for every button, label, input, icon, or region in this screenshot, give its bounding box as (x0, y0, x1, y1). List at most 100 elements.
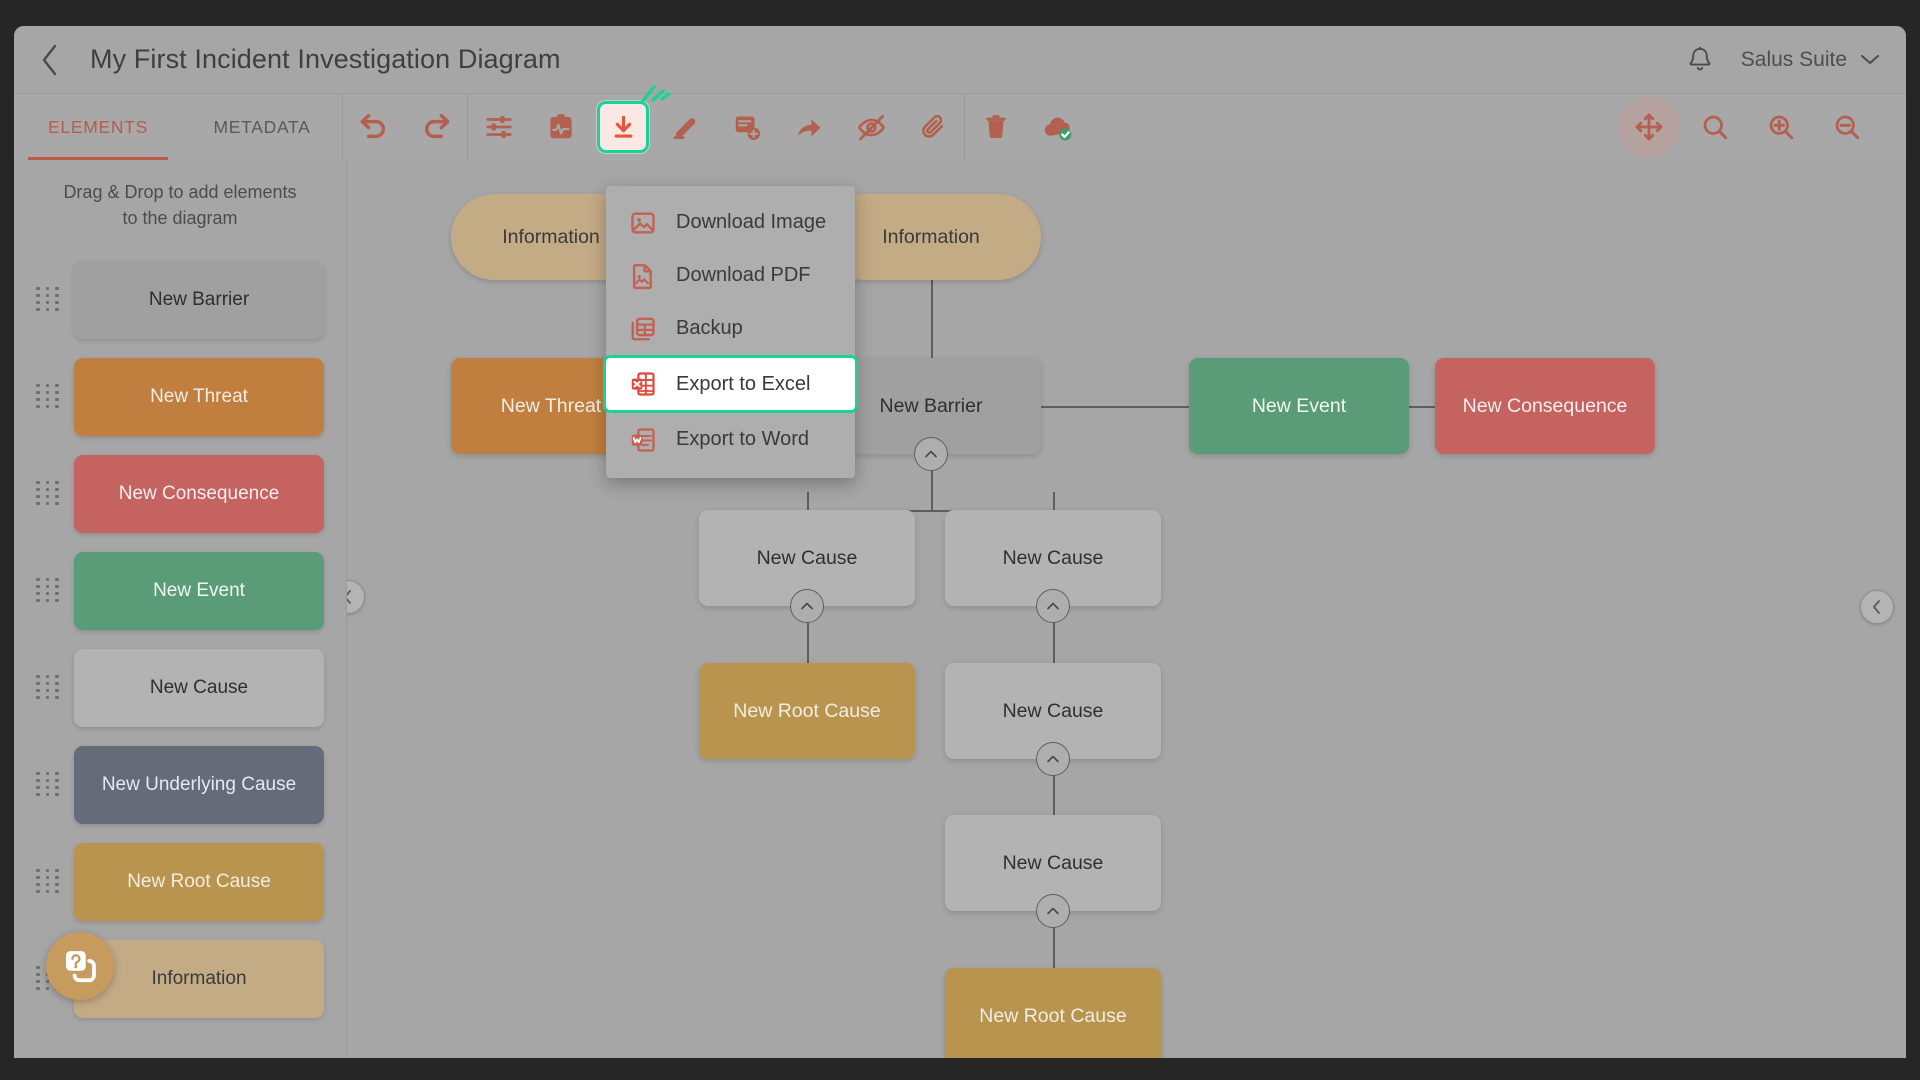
settings-sliders-button[interactable] (468, 94, 530, 160)
menu-item-export-to-word[interactable]: Export to Word (606, 413, 855, 466)
diagram-node[interactable]: New Root Cause (699, 663, 915, 759)
sidebar-collapse-handle[interactable] (347, 580, 365, 614)
drag-handle-icon[interactable] (36, 383, 62, 410)
chevron-up-icon (801, 602, 813, 610)
pencil-icon (673, 118, 696, 139)
bell-icon[interactable] (1685, 45, 1715, 75)
drag-handle-icon[interactable] (36, 868, 62, 895)
menu-item-export-to-excel[interactable]: Export to Excel (603, 355, 858, 413)
analysis-report-button[interactable] (530, 94, 592, 160)
collapse-toggle-cause-4[interactable] (1036, 894, 1070, 928)
user-menu[interactable]: Salus Suite (1741, 48, 1880, 72)
note-add-icon (735, 116, 760, 140)
palette-item-new-consequence[interactable]: New Consequence (74, 454, 324, 533)
paperclip-icon (922, 114, 944, 138)
user-menu-label: Salus Suite (1740, 47, 1847, 71)
chevron-up-icon (1047, 755, 1059, 763)
palette-item-new-underlying-cause[interactable]: New Underlying Cause (74, 745, 324, 824)
hide-button[interactable] (840, 94, 902, 160)
diagram-edge (807, 510, 1055, 512)
edit-button[interactable] (654, 94, 716, 160)
download-icon (614, 115, 632, 138)
search-button[interactable] (1684, 96, 1746, 158)
menu-item-download-image[interactable]: Download Image (606, 196, 855, 249)
drag-handle-icon[interactable] (36, 674, 62, 701)
attachment-button[interactable] (902, 94, 964, 160)
chevron-left-icon (42, 44, 57, 75)
palette-row: New Cause (14, 639, 346, 736)
add-note-button[interactable] (716, 94, 778, 160)
right-panel-collapse-handle[interactable] (1860, 590, 1894, 624)
diagram-node[interactable]: New Cause (945, 510, 1161, 606)
menu-item-download-pdf[interactable]: Download PDF (606, 249, 855, 302)
toolbar-zoom-group (1618, 96, 1906, 158)
palette-item-new-barrier[interactable]: New Barrier (74, 260, 324, 339)
delete-button[interactable] (965, 94, 1027, 160)
image-file-icon (628, 208, 658, 238)
drag-handle-icon[interactable] (36, 480, 62, 507)
toolbar-divider (342, 94, 343, 160)
help-button[interactable] (46, 932, 114, 1000)
diagram-edge (1053, 606, 1055, 663)
clipboard-pulse-icon (550, 114, 572, 139)
diagram-node[interactable]: New Root Cause (945, 968, 1161, 1058)
toolbar-divider (467, 94, 468, 160)
chevron-up-icon (1047, 602, 1059, 610)
download-button[interactable] (597, 101, 649, 153)
app-window: My First Incident Investigation Diagram … (14, 26, 1906, 1058)
collapse-toggle-cause-3[interactable] (1036, 742, 1070, 776)
table-backup-icon (628, 314, 658, 344)
diagram-edge (807, 606, 809, 663)
diagram-edge (1053, 492, 1055, 510)
word-file-icon (628, 425, 658, 455)
tab-elements[interactable]: ELEMENTS (14, 94, 182, 160)
menu-item-label: Export to Excel (676, 372, 811, 395)
drag-handle-icon[interactable] (36, 286, 62, 313)
elements-sidebar: Drag & Drop to add elements to the diagr… (14, 160, 347, 1058)
redo-button[interactable] (405, 94, 467, 160)
collapse-toggle-cause-2[interactable] (1036, 589, 1070, 623)
zoom-out-button[interactable] (1816, 96, 1878, 158)
undo-button[interactable] (343, 94, 405, 160)
menu-item-label: Download Image (676, 211, 827, 233)
zoom-out-icon (1835, 115, 1860, 140)
eye-off-icon (857, 114, 885, 140)
diagram-node[interactable]: New Event (1189, 358, 1409, 454)
app-header: My First Incident Investigation Diagram … (14, 26, 1906, 94)
back-button[interactable] (28, 38, 72, 82)
search-icon (1703, 115, 1728, 140)
header-right-group: Salus Suite (1685, 45, 1906, 75)
drag-handle-icon[interactable] (36, 771, 62, 798)
diagram-node[interactable]: Information (821, 194, 1041, 280)
palette-item-information[interactable]: Information (74, 939, 324, 1018)
cloud-saved-button[interactable] (1027, 94, 1089, 160)
toolbar-tabs: ELEMENTS METADATA (14, 94, 342, 160)
diagram-edge (1409, 406, 1435, 408)
tab-metadata[interactable]: METADATA (213, 116, 311, 137)
pan-tool-button[interactable] (1618, 96, 1680, 158)
palette-item-new-root-cause[interactable]: New Root Cause (74, 842, 324, 921)
diagram-node[interactable]: New Consequence (1435, 358, 1655, 454)
zoom-in-button[interactable] (1750, 96, 1812, 158)
chevron-up-icon (925, 450, 937, 458)
diagram-edge (1053, 911, 1055, 968)
palette-row: New Threat (14, 348, 346, 445)
toolbar: ELEMENTS METADATA (14, 85, 1906, 160)
move-arrows-icon (1635, 113, 1663, 141)
palette-item-new-threat[interactable]: New Threat (74, 357, 324, 436)
undo-icon (360, 113, 385, 139)
collapse-toggle-cause-1[interactable] (790, 589, 824, 623)
palette-row: New Barrier (14, 251, 346, 348)
menu-item-backup[interactable]: Backup (606, 302, 855, 355)
palette-item-new-cause[interactable]: New Cause (74, 648, 324, 727)
collapse-toggle-barrier[interactable] (914, 437, 948, 471)
share-button[interactable] (778, 94, 840, 160)
palette-item-new-event[interactable]: New Event (74, 551, 324, 630)
palette-row: New Consequence (14, 445, 346, 542)
drag-handle-icon[interactable] (36, 577, 62, 604)
toolbar-trailing-group (965, 94, 1089, 160)
diagram-edge (1041, 406, 1189, 408)
drag-drop-hint-line2: to the diagram (122, 207, 238, 228)
